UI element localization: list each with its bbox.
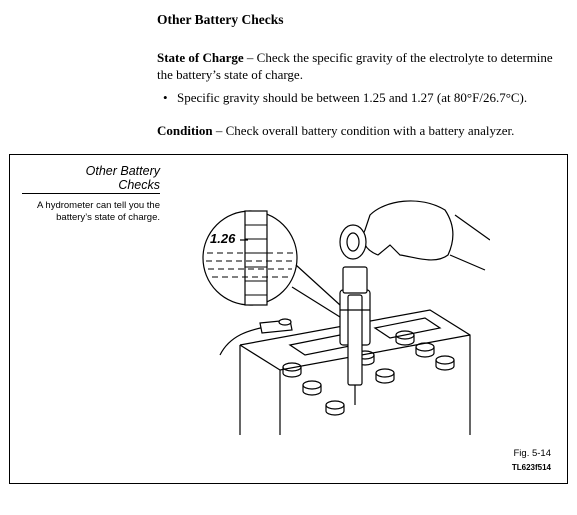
vent-caps [282,330,455,416]
hydrometer-illustration: 1.26 [202,200,490,435]
hydrometer-bulb [339,224,367,260]
bullet-text: Specific gravity should be between 1.25 … [177,90,528,105]
hydrometer-tube [339,266,371,405]
sidebar-caption: A hydrometer can tell you the battery’s … [36,200,160,223]
sidebar-title: Other Battery Checks [50,164,160,192]
condition-paragraph: Condition – Check overall battery condit… [157,122,514,139]
section-heading: Other Battery Checks [157,12,284,27]
specific-gravity-bullet: • Specific gravity should be between 1.25… [163,89,527,106]
condition-lead: Condition [157,123,213,138]
figure-code: TL623f514 [511,463,551,472]
sidebar-title-line1: Other Battery [85,164,160,178]
state-of-charge-lead: State of Charge [157,50,244,65]
battery-cable [219,326,266,356]
sidebar-divider [22,193,160,194]
figure-label: Fig. 5-14 [513,448,552,459]
bullet-icon: • [163,90,168,105]
condition-text: – Check overall battery condition with a… [212,123,515,138]
sidebar-title-line2: Checks [118,178,160,192]
gauge-reading: 1.26 [210,231,236,246]
cell-cover-right [373,317,442,339]
state-of-charge-paragraph: State of Charge – Check the specific gra… [157,49,567,83]
hand [362,200,454,261]
state-of-charge-text: – Check the specific gravity of the elec… [157,50,553,82]
electrolyte-level [206,252,294,278]
figure-box: Other Battery Checks A hydrometer can te… [9,154,568,484]
battery-body [239,309,471,435]
